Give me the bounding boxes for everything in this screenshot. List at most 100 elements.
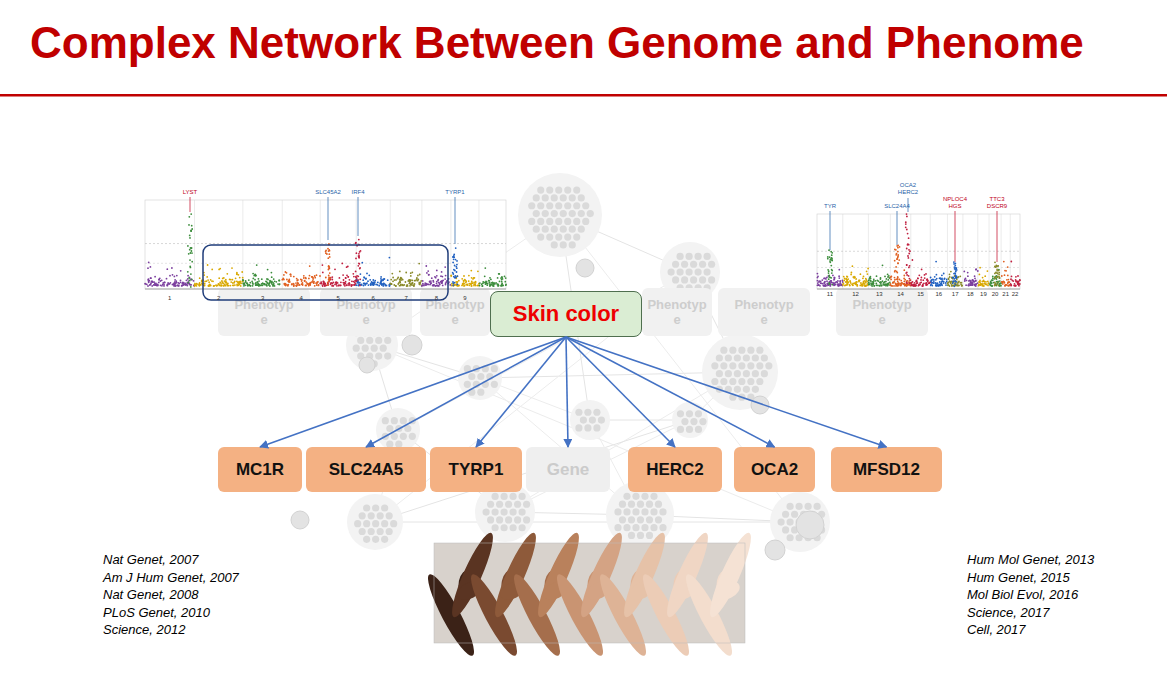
network-dot xyxy=(720,362,727,369)
snp-dot xyxy=(315,282,317,284)
snp-dot xyxy=(942,280,944,282)
snp-dot xyxy=(927,280,929,282)
network-dot xyxy=(395,425,402,432)
snp-dot xyxy=(258,278,260,280)
snp-dot xyxy=(970,284,972,286)
network-cluster xyxy=(672,402,708,438)
snp-dot xyxy=(261,284,263,286)
snp-dot xyxy=(194,284,196,286)
snp-dot xyxy=(244,283,246,285)
snp-dot xyxy=(997,282,999,284)
snp-dot xyxy=(380,280,382,282)
snp-dot xyxy=(196,285,198,287)
snp-dot xyxy=(870,284,872,286)
network-dot xyxy=(814,503,821,510)
snp-dot xyxy=(959,275,961,277)
snp-dot xyxy=(852,276,854,278)
network-dot xyxy=(551,210,558,217)
snp-dot xyxy=(452,262,454,264)
snp-dot xyxy=(856,281,858,283)
snp-dot xyxy=(208,285,210,287)
snp-dot xyxy=(470,283,472,285)
snp-dot xyxy=(892,282,894,284)
snp-dot xyxy=(382,285,384,287)
snp-dot xyxy=(453,285,455,287)
network-dot xyxy=(584,409,591,416)
snp-dot xyxy=(868,284,870,286)
snp-dot xyxy=(849,281,851,283)
snp-dot xyxy=(505,283,507,285)
network-dot xyxy=(659,508,666,515)
snp-dot xyxy=(924,277,926,279)
snp-dot xyxy=(210,285,212,287)
snp-dot xyxy=(949,280,951,282)
snp-dot xyxy=(866,281,868,283)
snp-dot xyxy=(869,277,871,279)
network-dot xyxy=(818,526,825,533)
snp-dot xyxy=(455,259,457,261)
snp-dot xyxy=(187,245,189,247)
snp-dot xyxy=(339,277,341,279)
snp-dot xyxy=(356,279,358,281)
snp-dot xyxy=(224,280,226,282)
snp-dot xyxy=(817,273,819,275)
snp-dot xyxy=(359,251,361,253)
snp-dot xyxy=(167,282,169,284)
snp-dot xyxy=(274,285,276,287)
snp-dot xyxy=(870,276,872,278)
snp-dot xyxy=(343,284,345,286)
snp-dot xyxy=(297,279,299,281)
snp-dot xyxy=(939,285,941,287)
snp-dot xyxy=(401,284,403,286)
snp-dot xyxy=(285,283,287,285)
snp-dot xyxy=(908,283,910,285)
network-dot xyxy=(359,528,366,535)
snp-dot xyxy=(327,282,329,284)
snp-dot xyxy=(991,279,993,281)
network-link xyxy=(590,420,690,421)
snp-dot xyxy=(180,270,182,272)
snp-dot xyxy=(429,281,431,283)
snp-dot xyxy=(910,282,912,284)
network-dot xyxy=(363,504,370,511)
network-dot xyxy=(533,226,540,233)
network-dot xyxy=(477,389,484,396)
snp-dot xyxy=(967,272,969,274)
snp-dot xyxy=(502,284,504,286)
snp-dot xyxy=(832,284,834,286)
snp-dot xyxy=(225,282,227,284)
snp-dot xyxy=(240,282,242,284)
snp-dot xyxy=(176,282,178,284)
title: Complex Network Between Genome and Pheno… xyxy=(30,17,1084,69)
snp-dot xyxy=(190,229,192,231)
network-dot xyxy=(519,508,526,515)
snp-dot xyxy=(851,272,853,274)
snp-dot xyxy=(206,280,208,282)
snp-dot xyxy=(438,285,440,287)
snp-dot xyxy=(257,282,259,284)
snp-dot xyxy=(428,274,430,276)
network-cluster xyxy=(518,173,602,257)
network-dot xyxy=(655,501,662,508)
snp-dot xyxy=(267,283,269,285)
snp-dot xyxy=(279,280,281,282)
plot-frame xyxy=(817,214,1020,289)
snp-dot xyxy=(190,278,192,280)
snp-dot xyxy=(290,275,292,277)
snp-dot xyxy=(400,277,402,279)
snp-dot xyxy=(429,281,431,283)
snp-dot xyxy=(163,281,165,283)
snp-dot xyxy=(863,283,865,285)
snp-dot xyxy=(498,273,500,275)
snp-dot xyxy=(457,275,459,277)
snp-dot xyxy=(174,279,176,281)
snp-dot xyxy=(183,283,185,285)
snp-dot xyxy=(252,282,254,284)
snp-dot xyxy=(462,283,464,285)
network-link xyxy=(480,378,590,420)
snp-dot xyxy=(187,282,189,284)
grid-line xyxy=(356,200,357,289)
snp-dot xyxy=(839,282,841,284)
hand-shape xyxy=(542,568,563,597)
snp-dot xyxy=(893,282,895,284)
